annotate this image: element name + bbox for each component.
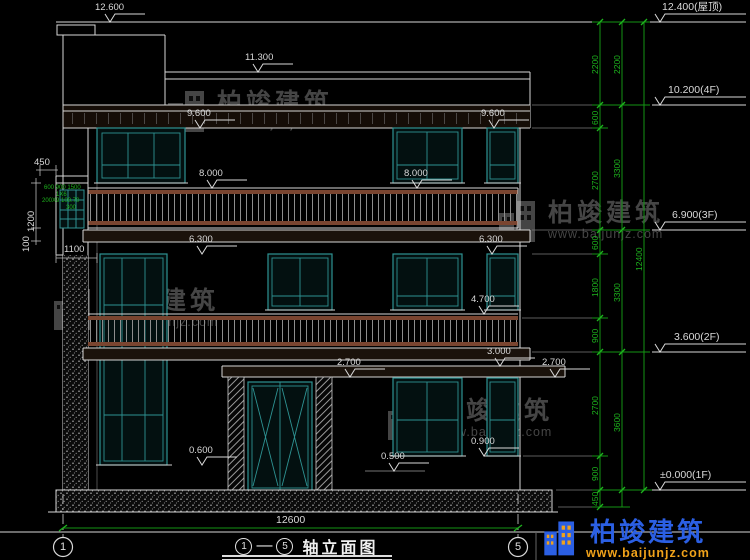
first-floor-windows [392, 377, 519, 457]
right-level-1f: ±0.000(1F) [660, 469, 712, 481]
balcony-railing-3f [87, 187, 519, 229]
level-label-11300: 11.300 [245, 52, 274, 63]
right-level-roof: 12.400(屋顶) [662, 1, 723, 13]
right-level-3f: 6.900(3F) [672, 209, 718, 221]
second-floor-sills [96, 309, 521, 466]
brand-logo-url: www.baijunjz.com [586, 546, 710, 560]
brand-logo-icon [544, 521, 575, 556]
dim-3300b: 3300 [612, 283, 622, 302]
watermark-url: www.baijunjz.com [548, 227, 664, 242]
dim-2700: 2700 [590, 171, 600, 190]
level-label-8000-left: 8.000 [199, 168, 223, 179]
dim-3300a: 3300 [612, 159, 622, 178]
annex-note-3: 200X9 100.70 [42, 198, 80, 204]
axis-bubble-5: 5 [514, 541, 522, 553]
dim-2200: 2200 [590, 55, 600, 74]
drawing-title: 1 — 5 轴立面图 [218, 534, 396, 558]
level-label-9600-left: 9.600 [187, 108, 211, 119]
cornice-band [63, 104, 530, 129]
dim-100-left: 100 [21, 236, 32, 252]
level-label-9600-right: 9.600 [481, 108, 505, 119]
level-label-8000-right: 8.000 [404, 168, 428, 179]
title-separator: — [256, 537, 273, 554]
left-dims [31, 165, 98, 263]
dim-450-left: 450 [34, 157, 50, 168]
annex-note-1: 600 900 1500 [44, 185, 81, 191]
annex-window [59, 189, 85, 229]
level-label-0900: 0.900 [471, 436, 495, 447]
plinth [48, 489, 558, 513]
third-floor-windows [96, 127, 519, 184]
balcony-railing-2f [88, 313, 518, 349]
left-annex [55, 175, 88, 256]
dim-1100-left: 1100 [64, 244, 85, 255]
level-label-6300-right: 6.300 [479, 234, 503, 245]
right-level-4f: 10.200(4F) [668, 84, 720, 96]
annex-note-2: 1X6 [56, 192, 67, 198]
right-level-2f: 3.600(2F) [674, 331, 720, 343]
dim-3600: 3600 [612, 413, 622, 432]
entrance-door [247, 381, 313, 493]
dim-900b: 900 [590, 466, 600, 481]
floor-slab-3f [82, 229, 531, 243]
title-axis-end: 5 [276, 537, 294, 555]
dim-total-12400: 12400 [634, 247, 644, 271]
dim-600: 600 [590, 110, 600, 125]
dim-2200b: 2200 [612, 55, 622, 74]
dim-600b: 600 [590, 235, 600, 250]
brand-logo: 柏竣建筑 www.baijunjz.com [542, 517, 710, 560]
first-floor-sills [365, 455, 521, 472]
bottom-dim [52, 494, 529, 558]
level-label-12600: 12.600 [95, 2, 125, 13]
dim-1200-left: 1200 [26, 210, 37, 232]
level-label-0500: 0.500 [381, 451, 405, 462]
dim-450r: 450 [590, 491, 600, 506]
right-level-markers [652, 13, 746, 491]
watermark-name: 柏竣建筑 [548, 198, 665, 227]
level-label-4700: 4.700 [471, 294, 495, 305]
floor-slab-2f [82, 347, 531, 361]
entrance-canopy [221, 365, 566, 378]
level-label-2700-left: 2.700 [337, 357, 361, 368]
level-label-2700-right: 2.700 [542, 357, 566, 368]
title-text: 轴立面图 [302, 540, 379, 557]
right-dim-chains [592, 21, 652, 508]
dim-ticks [596, 18, 648, 511]
dim-2700b: 2700 [590, 396, 600, 415]
wall-section-hatch [63, 255, 88, 490]
level-markers [104, 13, 590, 472]
title-axis-start: 1 [235, 537, 253, 555]
level-label-6300-left: 6.300 [189, 234, 213, 245]
level-label-3000: 3.000 [487, 346, 511, 357]
extension-lines [522, 104, 592, 508]
level-label-0600: 0.600 [189, 445, 213, 456]
dim-1800: 1800 [590, 278, 600, 297]
roof-parapet [56, 24, 531, 128]
dim-900: 900 [590, 328, 600, 343]
title-underline [222, 555, 392, 557]
dim-total-width: 12600 [276, 514, 306, 526]
brand-logo-name: 柏竣建筑 [589, 517, 706, 547]
axis-bubble-1: 1 [59, 541, 67, 553]
annex-note-4: 300 [66, 205, 77, 211]
